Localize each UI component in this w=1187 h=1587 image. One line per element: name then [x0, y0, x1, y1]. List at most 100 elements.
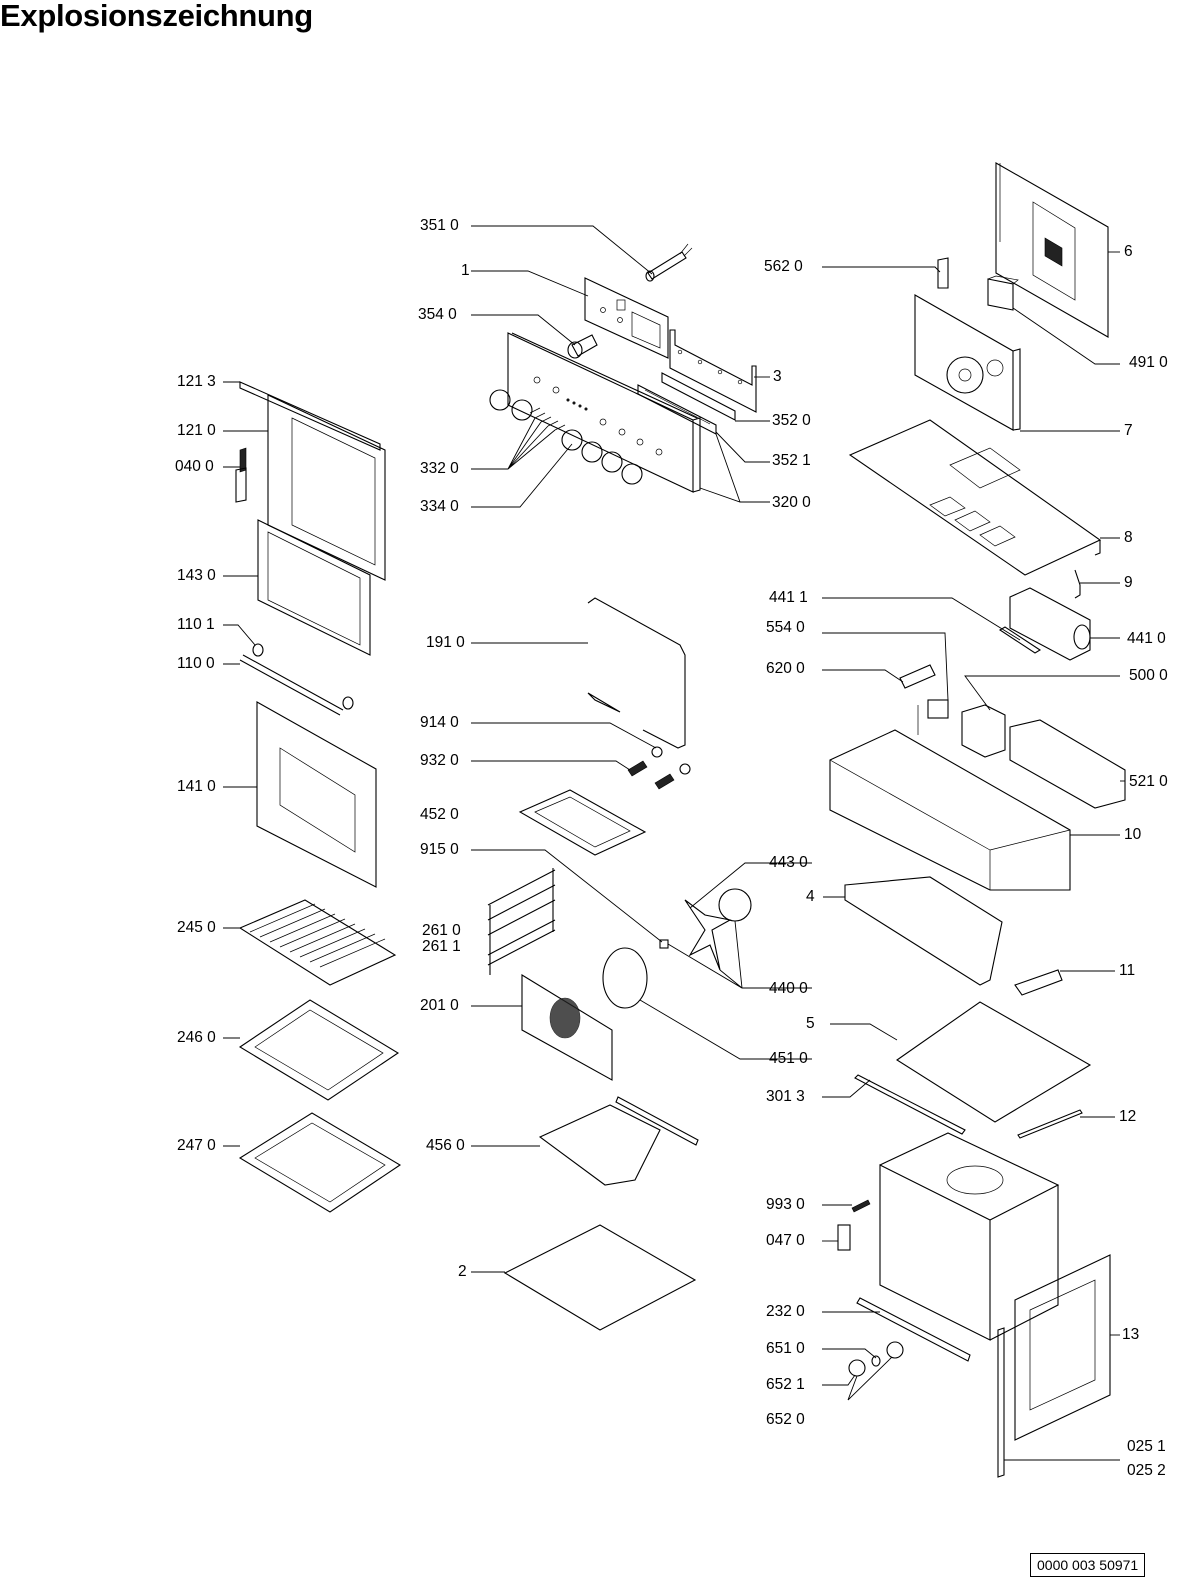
part-label: 9 — [1124, 574, 1133, 591]
part-label: 246 0 — [177, 1029, 216, 1046]
part-label: 2 — [458, 1263, 467, 1280]
part-label: 451 0 — [769, 1050, 808, 1067]
part-456-0-bottom-element — [538, 1096, 699, 1186]
part-label: 025 2 — [1127, 1462, 1166, 1479]
part-247-0-deep-tray — [238, 1112, 402, 1213]
part-label: 441 0 — [1127, 630, 1166, 647]
part-121-0-inner-door — [267, 394, 386, 581]
part-label: 121 3 — [177, 373, 216, 390]
part-label: 521 0 — [1129, 773, 1168, 790]
part-354-0-lamp-holder — [567, 334, 598, 359]
part-245-0-wire-shelf — [238, 899, 397, 986]
part-040-0-hinge — [235, 447, 247, 503]
part-label: 456 0 — [426, 1137, 465, 1154]
part-label: 245 0 — [177, 919, 216, 936]
part-label: 440 0 — [769, 980, 808, 997]
part-301-3-rail — [854, 1074, 966, 1135]
part-2-floor-plate — [503, 1224, 697, 1331]
part-label: 301 3 — [766, 1088, 805, 1105]
part-label: 352 0 — [772, 412, 811, 429]
part-351-0-sensor — [645, 243, 693, 282]
part-562-0-switch — [937, 257, 949, 289]
part-652-0-lamp-cover — [848, 1341, 904, 1377]
part-9-bracket — [1074, 569, 1081, 599]
page-title: Explosionszeichnung — [0, 0, 313, 33]
part-334-0-control-knobs — [489, 389, 643, 485]
part-label: 191 0 — [426, 634, 465, 651]
part-025-1-side-rail — [997, 1327, 1005, 1478]
part-label: 932 0 — [420, 752, 459, 769]
part-993-0-screw — [851, 1199, 871, 1213]
part-label: 110 1 — [177, 616, 215, 633]
part-441-1-fan-bracket — [998, 626, 1042, 654]
part-440-0-fan-motor — [684, 888, 752, 971]
part-label: 491 0 — [1129, 354, 1168, 371]
part-label: 452 0 — [420, 806, 459, 823]
part-332-0-knob-springs — [529, 407, 566, 431]
part-491-0-transformer — [987, 275, 1019, 311]
part-10-electronics-tray — [829, 729, 1071, 891]
part-352-0-touch-board — [661, 372, 736, 421]
part-201-0-fan-cover — [521, 974, 613, 1081]
part-620-0-terminal-block — [899, 664, 936, 689]
part-label: 040 0 — [175, 458, 214, 475]
part-3-side-bracket — [669, 329, 757, 413]
part-label: 10 — [1124, 826, 1142, 843]
part-label: 562 0 — [764, 258, 803, 275]
part-121-3-door-strip — [239, 381, 381, 451]
part-label: 915 0 — [420, 841, 459, 858]
part-label: 13 — [1122, 1326, 1140, 1343]
part-451-0-ring-element — [602, 947, 648, 1009]
part-191-0-door-seal — [587, 597, 686, 749]
part-651-0-lamp-bulb — [871, 1355, 881, 1367]
part-11-bracket — [1014, 969, 1063, 996]
part-label: 247 0 — [177, 1137, 216, 1154]
part-110-1-handle-cap — [252, 643, 354, 710]
part-label: 201 0 — [420, 997, 459, 1014]
part-label: 261 0 — [422, 922, 461, 939]
part-5-base-plate — [896, 1001, 1092, 1123]
part-label: 554 0 — [766, 619, 805, 636]
part-441-0-tangential-fan — [1009, 587, 1091, 661]
part-143-0-inner-glass — [257, 519, 371, 656]
part-246-0-baking-tray — [238, 999, 400, 1101]
part-label: 443 0 — [769, 854, 808, 871]
part-label: 441 1 — [769, 589, 808, 606]
part-label: 5 — [806, 1015, 815, 1032]
part-label: 121 0 — [177, 422, 216, 439]
part-label: 334 0 — [420, 498, 459, 515]
document-number-box: 0000 003 50971 — [1030, 1553, 1146, 1577]
part-label: 12 — [1119, 1108, 1137, 1125]
part-label: 11 — [1119, 962, 1136, 979]
part-6-rear-cover — [995, 162, 1109, 338]
part-452-0-grill-element — [518, 789, 647, 856]
part-label: 354 0 — [418, 306, 457, 323]
part-label: 6 — [1124, 243, 1133, 260]
part-500-0-selector-switch — [961, 704, 1006, 758]
part-label: 025 1 — [1127, 1438, 1166, 1455]
part-047-0-hinge-receiver — [837, 1224, 851, 1251]
part-8-top-cover — [848, 419, 1102, 576]
part-label: 143 0 — [177, 567, 216, 584]
part-label: 500 0 — [1129, 667, 1168, 684]
part-label: 8 — [1124, 529, 1133, 546]
part-label: 993 0 — [766, 1196, 805, 1213]
part-label: 320 0 — [772, 494, 811, 511]
part-label: 141 0 — [177, 778, 216, 795]
part-12-strip — [1017, 1109, 1083, 1139]
leader-lines — [223, 225, 1125, 1461]
part-label: 3 — [773, 368, 782, 385]
part-label: 351 0 — [420, 217, 459, 234]
part-1-display-bracket — [584, 277, 669, 359]
part-label: 232 0 — [766, 1303, 805, 1320]
part-label: 261 1 — [422, 938, 461, 955]
part-label: 651 0 — [766, 1340, 805, 1357]
part-label: 914 0 — [420, 714, 459, 731]
part-261-0-shelf-support — [487, 868, 556, 975]
part-label: 1 — [461, 262, 470, 279]
part-521-0-timer-module — [1009, 719, 1126, 809]
part-label: 620 0 — [766, 660, 805, 677]
part-label: 4 — [806, 888, 815, 905]
part-label: 110 0 — [177, 655, 215, 672]
